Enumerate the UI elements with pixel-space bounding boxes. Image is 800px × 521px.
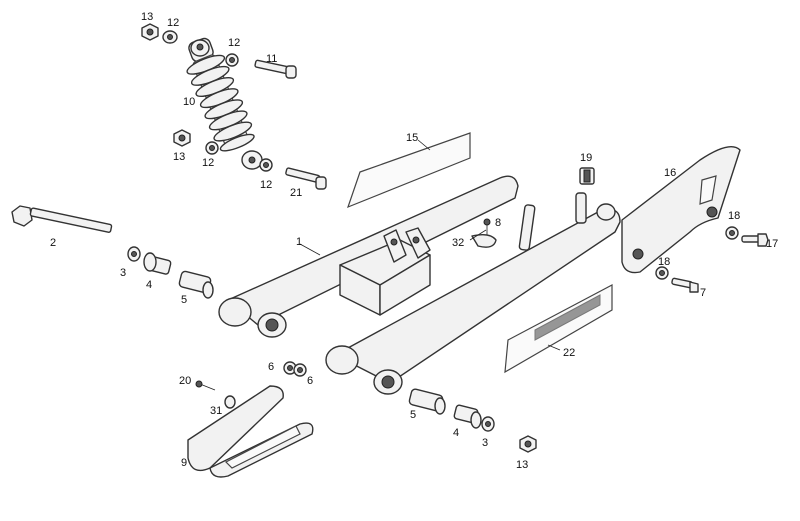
shock-absorber	[186, 37, 263, 170]
bolt-7	[671, 277, 699, 293]
swing-arm	[218, 175, 621, 395]
callout-22: 22	[563, 347, 575, 359]
callout-8: 8	[495, 217, 501, 229]
callout-10: 10	[183, 96, 195, 108]
callout-3: 3	[120, 267, 126, 279]
callout-15: 15	[406, 132, 418, 144]
callout-13: 13	[516, 459, 528, 471]
callout-19: 19	[580, 152, 592, 164]
washer-12-mid	[205, 141, 219, 155]
callout-4: 4	[453, 427, 459, 439]
callout-13: 13	[141, 11, 153, 23]
callout-2: 2	[50, 237, 56, 249]
chain-guard-16	[621, 146, 741, 274]
callout-12: 12	[202, 157, 214, 169]
screw-20	[195, 380, 216, 391]
callout-12: 12	[260, 179, 272, 191]
washer-12-low	[259, 158, 273, 172]
callout-9: 9	[181, 457, 187, 469]
callout-5: 5	[181, 294, 187, 306]
callout-6: 6	[268, 361, 274, 373]
washer-6b	[293, 363, 307, 377]
callout-6: 6	[307, 375, 313, 387]
chain-slider-9	[187, 385, 314, 478]
callout-labels: 13 12 12 11 10 13 12 12 21 15 19 16 2 1 …	[50, 11, 778, 471]
callout-1: 1	[296, 236, 302, 248]
chain-guard-15	[347, 132, 471, 209]
washer-3-left	[127, 246, 141, 262]
nut-13-bottom	[519, 435, 537, 453]
callout-21: 21	[290, 187, 302, 199]
washer-31	[224, 395, 236, 409]
callout-31: 31	[210, 405, 222, 417]
callout-20: 20	[179, 375, 191, 387]
leader-lines	[299, 139, 561, 351]
callout-18: 18	[728, 210, 740, 222]
clip-19	[579, 167, 595, 185]
bushing-4-right	[453, 404, 482, 429]
clamp-32	[471, 233, 497, 248]
callout-11: 11	[266, 53, 277, 65]
bushing-5-right	[408, 388, 446, 415]
callout-7: 7	[700, 287, 706, 299]
callout-3: 3	[482, 437, 488, 449]
washer-12-upper-right	[225, 53, 239, 67]
washer-18-right	[725, 226, 739, 240]
bushing-4-left	[143, 252, 172, 275]
washer-3-right	[481, 416, 495, 432]
bolt-17	[741, 233, 769, 247]
callout-32: 32	[452, 237, 464, 249]
callout-5: 5	[410, 409, 416, 421]
decal-22	[504, 284, 613, 374]
washer-12-top	[162, 30, 178, 44]
callout-16: 16	[664, 167, 676, 179]
axle-2	[11, 205, 113, 233]
bolt-11	[254, 59, 297, 79]
bushing-5-left	[178, 270, 214, 299]
callout-17: 17	[766, 238, 778, 250]
callout-18: 18	[658, 256, 670, 268]
callout-4: 4	[146, 279, 152, 291]
callout-12: 12	[167, 17, 179, 29]
nut-13-top	[141, 23, 159, 41]
nut-13-mid	[173, 129, 191, 147]
callout-12: 12	[228, 37, 240, 49]
callout-13: 13	[173, 151, 185, 163]
washer-18-lower	[655, 266, 669, 280]
bolt-21	[285, 167, 327, 190]
